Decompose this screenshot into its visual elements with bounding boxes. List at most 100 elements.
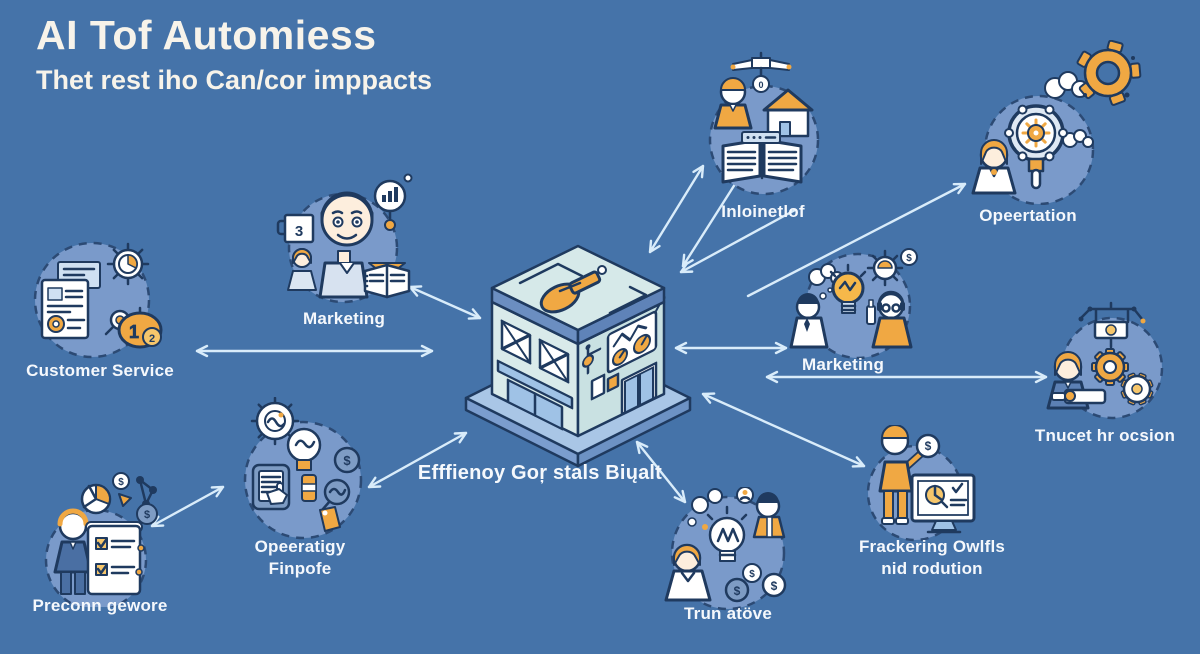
node-marketing-left: 3 bbox=[270, 165, 420, 310]
robot-arm-icon bbox=[1051, 388, 1107, 405]
customer-service-icon-cluster: 1 2 bbox=[33, 241, 163, 359]
center-label: Efffienoy Goŗ stals Biųalt bbox=[417, 462, 663, 484]
arrow-marketing-right-building-top bbox=[679, 208, 797, 274]
internetlof-icon-cluster: 0 bbox=[708, 51, 820, 196]
node-trun-atove: $ $ $ bbox=[648, 486, 813, 617]
badge-person-icon bbox=[736, 486, 754, 504]
clock-icon: 1 2 bbox=[117, 306, 163, 349]
dollar-glyph: $ bbox=[925, 439, 932, 453]
right-wall-details bbox=[582, 295, 666, 416]
arrow-internetlof-building-1 bbox=[648, 164, 705, 254]
node-label-internetlof: Inloinetlof bbox=[721, 202, 805, 221]
lightbulb-icon bbox=[286, 427, 322, 471]
headset-agent-icon bbox=[866, 290, 913, 349]
frackering-icon-cluster: $ bbox=[866, 424, 976, 542]
lightbulb-icon bbox=[829, 263, 867, 314]
node-internetlof: 0 bbox=[700, 48, 835, 208]
opeertation-icon-cluster bbox=[971, 39, 1142, 206]
page-subtitle: Thet rest iho Can/cor imppacts bbox=[36, 65, 433, 95]
person-icon bbox=[318, 191, 374, 299]
node-label-tnucet-hr-ocsion: Tnucet hr ocsion bbox=[1034, 426, 1176, 445]
node-label-marketing-left: Marketing bbox=[302, 309, 386, 328]
businessman-icon bbox=[53, 508, 93, 595]
document-report-icon bbox=[40, 261, 101, 340]
dollar-glyph: $ bbox=[343, 453, 351, 468]
node-opeertation bbox=[955, 39, 1155, 210]
node-label-marketing-right: Marketing bbox=[801, 355, 885, 374]
open-book-envelope-icon bbox=[363, 262, 411, 299]
businessman-icon bbox=[789, 287, 833, 349]
dollar-glyph: $ bbox=[771, 579, 778, 593]
mug-number: 3 bbox=[295, 223, 303, 240]
price-tag-icon bbox=[319, 506, 341, 532]
gear-dollar-icon: $ bbox=[866, 248, 918, 287]
arrow-to-opeertation bbox=[746, 182, 967, 298]
node-customer-service: 1 2 bbox=[18, 238, 178, 368]
magnifier-icon bbox=[321, 478, 351, 511]
marketing-left-icon-cluster: 3 bbox=[276, 173, 413, 304]
gears-icon bbox=[1091, 348, 1154, 406]
trun-atove-icon-cluster: $ $ $ bbox=[664, 486, 787, 611]
house-icon bbox=[762, 88, 814, 138]
pie-chart-icon bbox=[80, 483, 112, 515]
tnucet-icon-cluster bbox=[1046, 301, 1164, 420]
node-opeeratigy-finpofe: $ bbox=[213, 396, 388, 547]
dollar-glyph: $ bbox=[144, 509, 150, 521]
gear-magnifier-icon bbox=[1004, 104, 1068, 190]
gear-pie-icon bbox=[106, 242, 150, 286]
pendant-number: 0 bbox=[758, 80, 763, 90]
node-label-opeertation: Opeertation bbox=[979, 206, 1077, 225]
coworker-icon bbox=[287, 248, 317, 291]
dollar-glyph: $ bbox=[118, 477, 124, 488]
machine-frame-icon bbox=[1078, 301, 1146, 349]
magnifier-bar-chart-icon bbox=[373, 173, 413, 231]
thought-bubbles-icon bbox=[687, 488, 723, 530]
node-frackering-owlfls: $ bbox=[840, 424, 990, 560]
monitor-chart-icon bbox=[910, 473, 976, 534]
person-icon bbox=[713, 77, 753, 130]
building-roof bbox=[490, 244, 666, 346]
checklist-scroll-icon bbox=[85, 521, 145, 596]
arrow-preconn-up bbox=[150, 485, 225, 528]
left-wall-details bbox=[496, 319, 574, 431]
dollar-coin-icon: $ bbox=[915, 433, 941, 459]
dollar-glyph: $ bbox=[906, 253, 912, 264]
woman-icon bbox=[664, 543, 712, 602]
arrow-marketing-left-building bbox=[408, 285, 482, 320]
title-block: AI Tof Automiess Thet rest iho Can/cor i… bbox=[36, 12, 432, 96]
node-marketing-right: $ bbox=[785, 240, 935, 375]
gear-ring-icon bbox=[1076, 39, 1142, 106]
dollar-coin-icon: $ bbox=[112, 472, 130, 490]
finpofe-icon-cluster: $ bbox=[243, 396, 363, 540]
clock-minute: 2 bbox=[149, 333, 155, 345]
clock-hour: 1 bbox=[129, 322, 139, 342]
node-tnucet-hr-ocsion bbox=[1040, 295, 1185, 430]
node-label-opeeratigy-finpofe: Opeeratigy Finpofe bbox=[254, 537, 346, 578]
arrow-internetlof-building-2 bbox=[681, 179, 739, 268]
dollar-coin-icon: $ bbox=[333, 446, 361, 474]
node-label-customer-service: Customer Service bbox=[26, 361, 174, 380]
dollar-coin-icon: $ $ $ bbox=[724, 563, 787, 603]
arrow-building-frackering bbox=[701, 392, 866, 468]
mug-icon: 3 bbox=[276, 213, 315, 244]
woman-icon bbox=[971, 139, 1017, 195]
person-icon bbox=[752, 492, 786, 539]
arrow-finpofe-building bbox=[367, 431, 468, 489]
node-label-preconn-gewore: Preconn gewore bbox=[32, 596, 168, 615]
gear-icon bbox=[250, 396, 300, 446]
canister-icon bbox=[301, 474, 317, 502]
node-label-trun-atove: Trun atöve bbox=[684, 604, 772, 623]
open-book-icon bbox=[721, 131, 803, 184]
node-label-frackering-owlfls: Frackering Owlfls nid rodution bbox=[858, 537, 1006, 578]
dollar-glyph: $ bbox=[749, 569, 755, 580]
lightbulb-icon bbox=[706, 505, 748, 562]
drone-scale-icon: 0 bbox=[730, 51, 792, 93]
hand-cursor-icon bbox=[266, 482, 288, 505]
marketing-right-icon-cluster: $ bbox=[789, 248, 918, 360]
arrow-building-trun bbox=[635, 440, 687, 504]
page-title: AI Tof Automiess bbox=[36, 12, 377, 58]
node-preconn-gewore: $ $ bbox=[28, 472, 188, 612]
dollar-glyph: $ bbox=[734, 584, 741, 598]
